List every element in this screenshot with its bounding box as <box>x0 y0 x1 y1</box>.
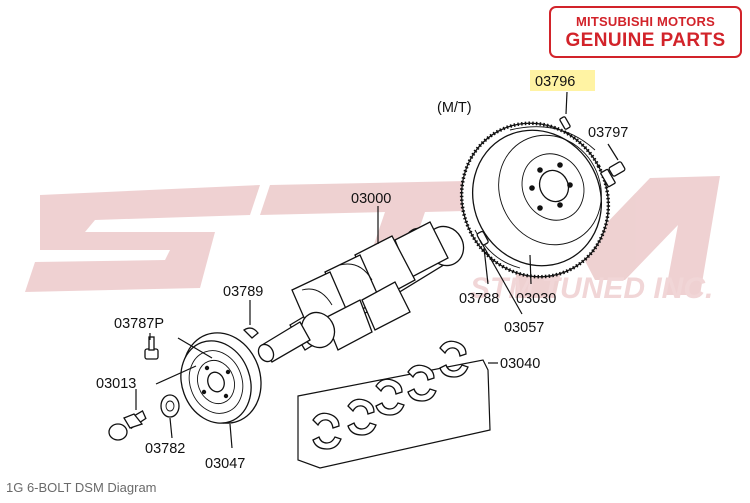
diagram-caption: 1G 6-BOLT DSM Diagram <box>6 480 157 495</box>
crankshaft <box>257 221 465 363</box>
pilot-bushing <box>476 230 489 246</box>
bearing-shells <box>312 340 469 450</box>
label-03040[interactable]: 03040 <box>500 356 540 372</box>
crank-bolt <box>108 409 147 441</box>
label-03788[interactable]: 03788 <box>459 291 499 307</box>
label-03047[interactable]: 03047 <box>205 456 245 472</box>
watermark-tagline: STM TUNED INC. <box>470 272 713 305</box>
label-03789[interactable]: 03789 <box>223 284 263 300</box>
label-03782[interactable]: 03782 <box>145 441 185 457</box>
bearing-set-frame <box>297 359 491 469</box>
badge-line-1: MITSUBISHI MOTORS <box>576 14 715 29</box>
flywheel-bolt <box>600 161 626 188</box>
label-03013[interactable]: 03013 <box>96 376 136 392</box>
label-03030[interactable]: 03030 <box>516 291 556 307</box>
woodruff-key <box>242 327 259 339</box>
label-mt-note: (M/T) <box>437 100 472 116</box>
highlight-03796 <box>530 70 595 91</box>
flywheel <box>459 121 611 279</box>
label-03057[interactable]: 03057 <box>504 320 544 336</box>
leader-lines <box>135 91 619 449</box>
pulley-bolt <box>144 336 159 360</box>
label-03797[interactable]: 03797 <box>588 125 628 141</box>
label-03000[interactable]: 03000 <box>351 191 391 207</box>
washer <box>160 394 180 418</box>
badge-line-2: GENUINE PARTS <box>565 30 726 51</box>
label-03796[interactable]: 03796 <box>535 74 575 90</box>
mitsubishi-genuine-parts-badge: MITSUBISHI MOTORS GENUINE PARTS <box>549 6 742 58</box>
damper-pulley <box>180 332 262 424</box>
dowel-pin <box>559 116 571 130</box>
label-03787p[interactable]: 03787P <box>114 316 164 332</box>
